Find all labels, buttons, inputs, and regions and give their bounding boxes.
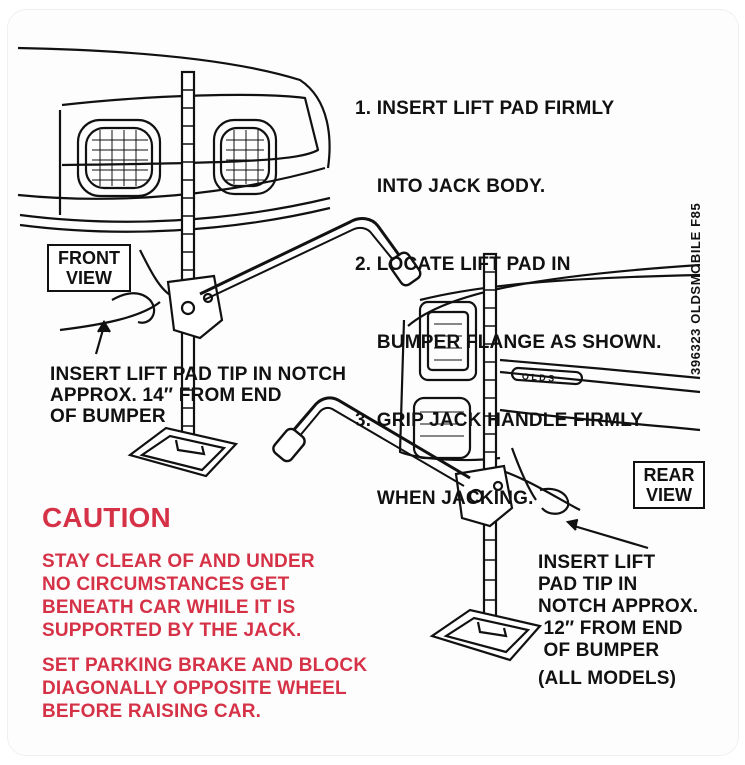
rear-view-label: REAR VIEW [633, 461, 705, 509]
part-number: 396323 OLDSMOBILE F85 [688, 202, 703, 375]
instruction-step-3b: WHEN JACKING. [355, 488, 534, 509]
decal-background [8, 10, 738, 755]
rear-view-label-line2: VIEW [645, 485, 692, 505]
rear-jack [272, 252, 649, 662]
front-view-label: FRONT VIEW [47, 244, 131, 292]
front-lift-note: INSERT LIFT PAD TIP IN NOTCH APPROX. 14″… [50, 364, 347, 427]
svg-text:O L D S: O L D S [522, 371, 555, 383]
instruction-steps: 1. INSERT LIFT PAD FIRMLY INTO JACK BODY… [355, 44, 662, 564]
front-view-label-line2: VIEW [65, 268, 112, 288]
instruction-step-2b: BUMPER FLANGE AS SHOWN. [355, 332, 662, 353]
rear-view-label-line1: REAR [643, 465, 695, 485]
caution-warning-2: SET PARKING BRAKE AND BLOCK DIAGONALLY O… [42, 655, 368, 722]
instruction-step-1a: 1. INSERT LIFT PAD FIRMLY [355, 98, 615, 119]
all-models-note: (ALL MODELS) [538, 668, 677, 689]
instruction-step-2a: 2. LOCATE LIFT PAD IN [355, 254, 571, 275]
caution-heading: CAUTION [42, 502, 171, 533]
instruction-step-3a: 3. GRIP JACK HANDLE FIRMLY [355, 410, 644, 431]
front-view-label-line1: FRONT [58, 248, 120, 268]
rear-car-drawing: O L D S [398, 263, 701, 515]
front-car-drawing [17, 46, 331, 332]
front-jack [94, 70, 422, 478]
instruction-step-1b: INTO JACK BODY. [355, 176, 546, 197]
caution-warning-1: STAY CLEAR OF AND UNDER NO CIRCUMSTANCES… [42, 551, 315, 641]
rear-lift-note: INSERT LIFT PAD TIP IN NOTCH APPROX. 12″… [538, 552, 699, 661]
